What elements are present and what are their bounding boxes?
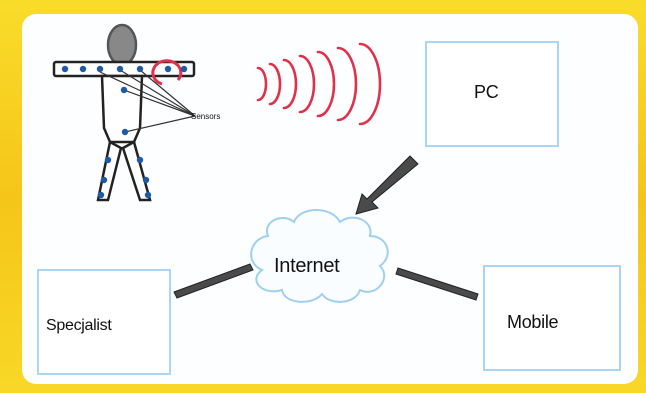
specialist-link — [173, 263, 254, 299]
sensors — [61, 65, 188, 199]
sensor-dot — [97, 191, 105, 199]
mobile-box — [483, 265, 621, 371]
sensor-dot — [61, 65, 69, 73]
sensor-dot — [116, 65, 124, 73]
pc-box — [425, 41, 559, 147]
sensor-dot — [96, 65, 104, 73]
sensor-dot — [121, 128, 129, 136]
rotation-arrow-icon — [151, 59, 183, 86]
links — [173, 155, 479, 301]
internet-cloud-icon — [250, 209, 389, 303]
internet-label: Internet — [274, 255, 340, 277]
sensor-dot — [144, 191, 152, 199]
sensor-dot — [120, 86, 128, 94]
mobile-link — [395, 267, 479, 301]
sensor-dot — [79, 65, 87, 73]
arms — [52, 60, 196, 78]
pc-label: PC — [474, 82, 499, 102]
specialist-box — [37, 269, 171, 375]
sensor-dot — [104, 156, 112, 164]
specialist-label: Specjalist — [46, 317, 112, 334]
sensors-label: Sensors — [191, 112, 221, 121]
sensor-dot — [180, 65, 188, 73]
sensor-dot — [136, 156, 144, 164]
wireless-signal-icon — [256, 42, 382, 126]
sensor-dot — [164, 65, 172, 73]
sensor-dot — [100, 176, 108, 184]
mobile-label: Mobile — [507, 312, 559, 332]
head-icon — [106, 23, 138, 67]
sensor-dot — [136, 65, 144, 73]
sensor-dot — [142, 176, 150, 184]
sensor-lines — [99, 69, 196, 133]
body-figure — [52, 23, 196, 202]
pc-to-internet-link — [355, 155, 419, 215]
